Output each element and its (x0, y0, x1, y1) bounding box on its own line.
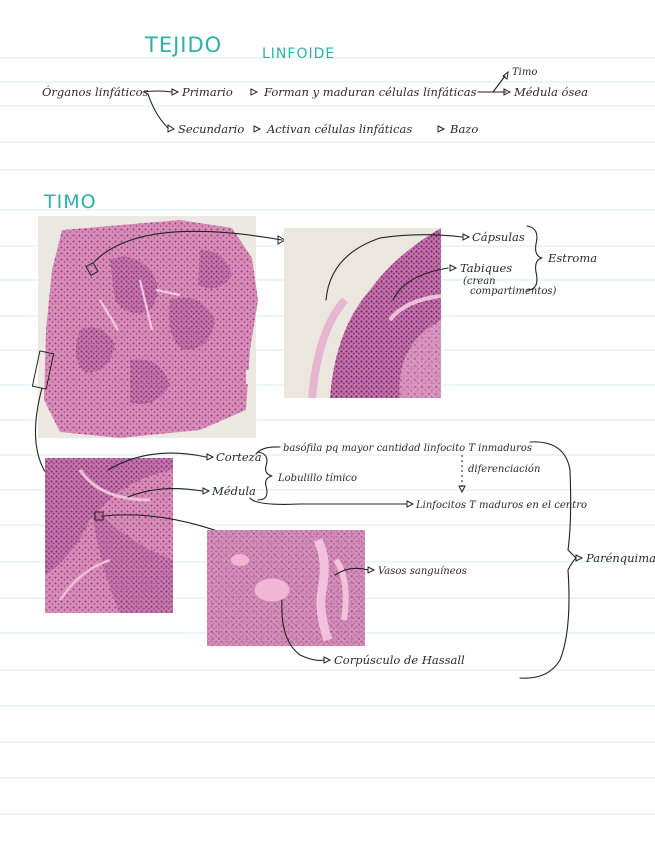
arrow-root-primario (142, 90, 173, 93)
line-capsula (325, 234, 463, 301)
arrow-head (502, 70, 509, 80)
timo-label: Timo (512, 67, 537, 78)
lobulillo-label: Lobulillo tímico (277, 473, 357, 484)
title-linfoide: LINFOIDE (262, 46, 335, 62)
arrow-head (323, 656, 332, 664)
primario-desc: Forman y maduran células linfáticas (263, 85, 477, 99)
histology-image-lobule (45, 458, 173, 613)
arrow-head (462, 233, 471, 241)
arrow-head (449, 264, 458, 272)
histology-image-medulla-zoom (207, 530, 365, 646)
secundario-desc: Activan células linfáticas (266, 122, 412, 136)
capsula-label: Cápsulas (472, 230, 525, 244)
estroma-label: Estroma (547, 251, 597, 265)
line-hassall (281, 599, 325, 661)
histology-image-capsule-zoom (284, 228, 442, 399)
arrow-zoom-capsula (93, 230, 283, 263)
bazo-label: Bazo (449, 122, 478, 136)
arrow-head (167, 124, 175, 133)
corteza-label: Corteza (216, 450, 262, 464)
arrow-head (367, 566, 376, 574)
arrow-head (437, 125, 446, 133)
title-tejido: TEJIDO (144, 33, 222, 57)
parenquima-label: Parénquima (585, 551, 655, 565)
arrow-head (202, 487, 211, 495)
diferenciacion-label: diferenciación (468, 464, 540, 475)
tabiques-note-2: compartimentos) (470, 286, 556, 297)
tabiques-note-1: (crean (463, 276, 496, 287)
line-medula-desc (249, 497, 407, 505)
brace-estroma (526, 225, 543, 291)
arrow-head (277, 235, 287, 245)
brace-lobulillo (257, 451, 273, 501)
tabiques-label: Tabiques (460, 261, 512, 275)
medula-osea-label: Médula ósea (513, 85, 588, 99)
brace-parenquima (519, 441, 577, 679)
arrow-root-secundario (147, 93, 169, 129)
arrow-head (503, 88, 512, 96)
secundario-label: Secundario (178, 122, 244, 136)
arrow-head (458, 485, 466, 494)
corteza-desc: basófila pq mayor cantidad linfocito T i… (283, 443, 532, 454)
arrow-head (253, 125, 262, 133)
medula-label: Médula (211, 484, 256, 498)
line-corteza-desc (255, 446, 281, 455)
line-tabiques (392, 267, 449, 301)
histology-image-thymus-whole (31, 216, 258, 438)
organos-root: Órganos linfáticos (42, 85, 149, 99)
vasos-label: Vasos sanguíneos (378, 566, 467, 577)
primario-label: Primario (181, 85, 233, 99)
timo-heading: TIMO (43, 191, 97, 213)
arrow-branch (477, 75, 507, 93)
line-vasos (334, 567, 369, 576)
line-corteza (107, 452, 207, 471)
arrow-head (250, 88, 259, 96)
line-medula (127, 488, 203, 498)
arrow-head (575, 554, 584, 562)
arrow-zoom-medula (103, 514, 227, 535)
arrow-head (206, 453, 215, 461)
arrow-head (406, 500, 415, 508)
arrow-head (171, 88, 180, 96)
medula-desc: Linfocitos T maduros en el centro (415, 500, 587, 511)
hassall-label: Corpúsculo de Hassall (334, 653, 465, 667)
